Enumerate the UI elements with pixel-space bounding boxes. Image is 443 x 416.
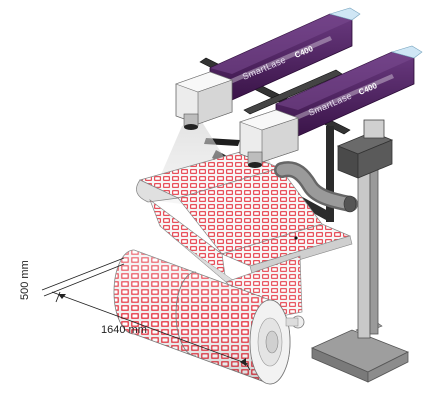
dimension-width: 1640 mm — [51, 291, 251, 371]
exhaust-hose — [274, 161, 358, 213]
laser-unit-1: SmartLase C400 — [175, 7, 361, 130]
laser-unit-2: SmartLase C400 — [239, 45, 423, 168]
width-dimension-label: 1640 mm — [101, 324, 147, 336]
material-roll — [113, 249, 305, 385]
height-dimension-label: 500 mm — [19, 260, 31, 300]
label-web — [136, 151, 353, 321]
mounting-stand — [311, 119, 409, 383]
dimension-height: 500 mm — [19, 257, 125, 300]
